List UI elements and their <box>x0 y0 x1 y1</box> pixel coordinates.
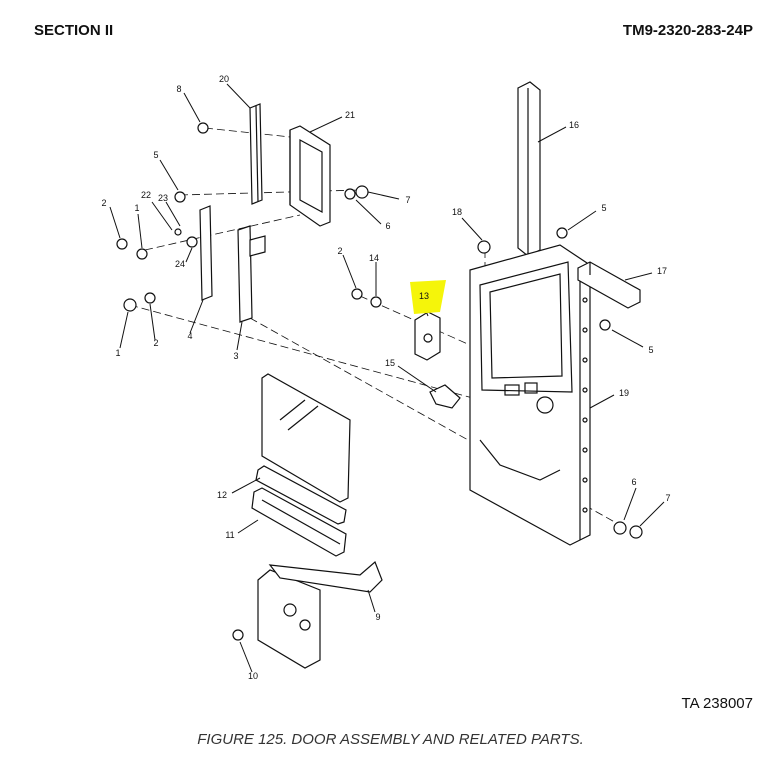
callout-2-lower: 2 <box>153 338 158 348</box>
part-3-channel <box>237 225 266 323</box>
callout-2-mid: 2 <box>337 246 342 256</box>
part-9-regulator <box>257 560 383 669</box>
callout-1-lower: 1 <box>115 348 120 358</box>
fastener-18-plug <box>477 240 491 254</box>
part-4-channel <box>199 205 213 301</box>
fastener-2-screw-mid <box>351 288 363 300</box>
callout-8: 8 <box>176 84 181 94</box>
callout-14: 14 <box>369 253 379 263</box>
callout-15: 15 <box>385 358 395 368</box>
callout-4: 4 <box>187 331 192 341</box>
part-16-run-channel <box>517 81 541 257</box>
callout-1-left: 1 <box>134 203 139 213</box>
callout-7-upper: 7 <box>405 195 410 205</box>
callout-18: 18 <box>452 207 462 217</box>
callout-23: 23 <box>158 193 168 203</box>
fastener-5-screw-upper <box>174 191 186 203</box>
callout-6-upper: 6 <box>385 221 390 231</box>
fastener-1-washer-left <box>136 248 148 260</box>
fastener-2-screw-left <box>116 238 128 250</box>
callout-19: 19 <box>619 388 629 398</box>
fasteners <box>116 122 643 641</box>
fastener-7-nut-lower <box>629 525 643 539</box>
part-11-channel <box>251 487 347 557</box>
part-13-latch-bracket <box>414 311 441 361</box>
fastener-2-washer-lower <box>144 292 156 304</box>
callout-11: 11 <box>225 530 234 540</box>
fastener-14-washer <box>370 296 382 308</box>
callout-12: 12 <box>217 490 227 500</box>
figure-caption: FIGURE 125. DOOR ASSEMBLY AND RELATED PA… <box>197 731 584 748</box>
manual-number: TM9-2320-283-24P <box>622 22 753 39</box>
window-glass <box>261 373 351 503</box>
callout-9: 9 <box>375 612 380 622</box>
callout-24: 24 <box>175 259 185 269</box>
callout-22: 22 <box>141 190 151 200</box>
fastener-7-nut-upper <box>355 185 369 199</box>
fastener-6-washer-lower <box>613 521 627 535</box>
part-21-window-frame <box>289 125 331 227</box>
part-19-door-frame <box>469 244 591 546</box>
fastener-5-screw-right-upper <box>556 227 568 239</box>
callout-5-right-lower: 5 <box>648 345 653 355</box>
callout-20: 20 <box>219 74 229 84</box>
fastener-6-washer-upper <box>344 188 356 200</box>
part-15-catch <box>429 384 461 409</box>
callout-labels: 8 20 21 16 5 7 6 22 23 2 1 24 1 2 4 3 2 … <box>101 74 670 681</box>
fastener-24-washer <box>186 236 198 248</box>
callout-13: 13 <box>419 291 429 301</box>
fastener-5-screw-right-lower <box>599 319 611 331</box>
callout-5-upper: 5 <box>153 150 158 160</box>
callout-17: 17 <box>657 266 667 276</box>
door-frame-bolt-holes <box>582 297 588 513</box>
callout-16: 16 <box>569 120 579 130</box>
callout-6-lower: 6 <box>631 477 636 487</box>
callout-21: 21 <box>345 110 355 120</box>
fastener-1-screw-lower <box>123 298 137 312</box>
section-label: SECTION II <box>34 22 114 39</box>
highlight-item-13 <box>410 280 446 314</box>
part-17-bracket <box>577 261 641 309</box>
ta-number: TA 238007 <box>681 695 753 712</box>
callout-7-lower: 7 <box>665 493 670 503</box>
callout-2-left: 2 <box>101 198 106 208</box>
callout-10: 10 <box>248 671 258 681</box>
leader-lines <box>109 83 665 673</box>
callout-3: 3 <box>233 351 238 361</box>
callout-5-right-upper: 5 <box>601 203 606 213</box>
fastener-23 <box>174 228 182 236</box>
part-20-strip <box>249 103 263 205</box>
fastener-8-screw <box>197 122 209 134</box>
fastener-10-screw <box>232 629 244 641</box>
